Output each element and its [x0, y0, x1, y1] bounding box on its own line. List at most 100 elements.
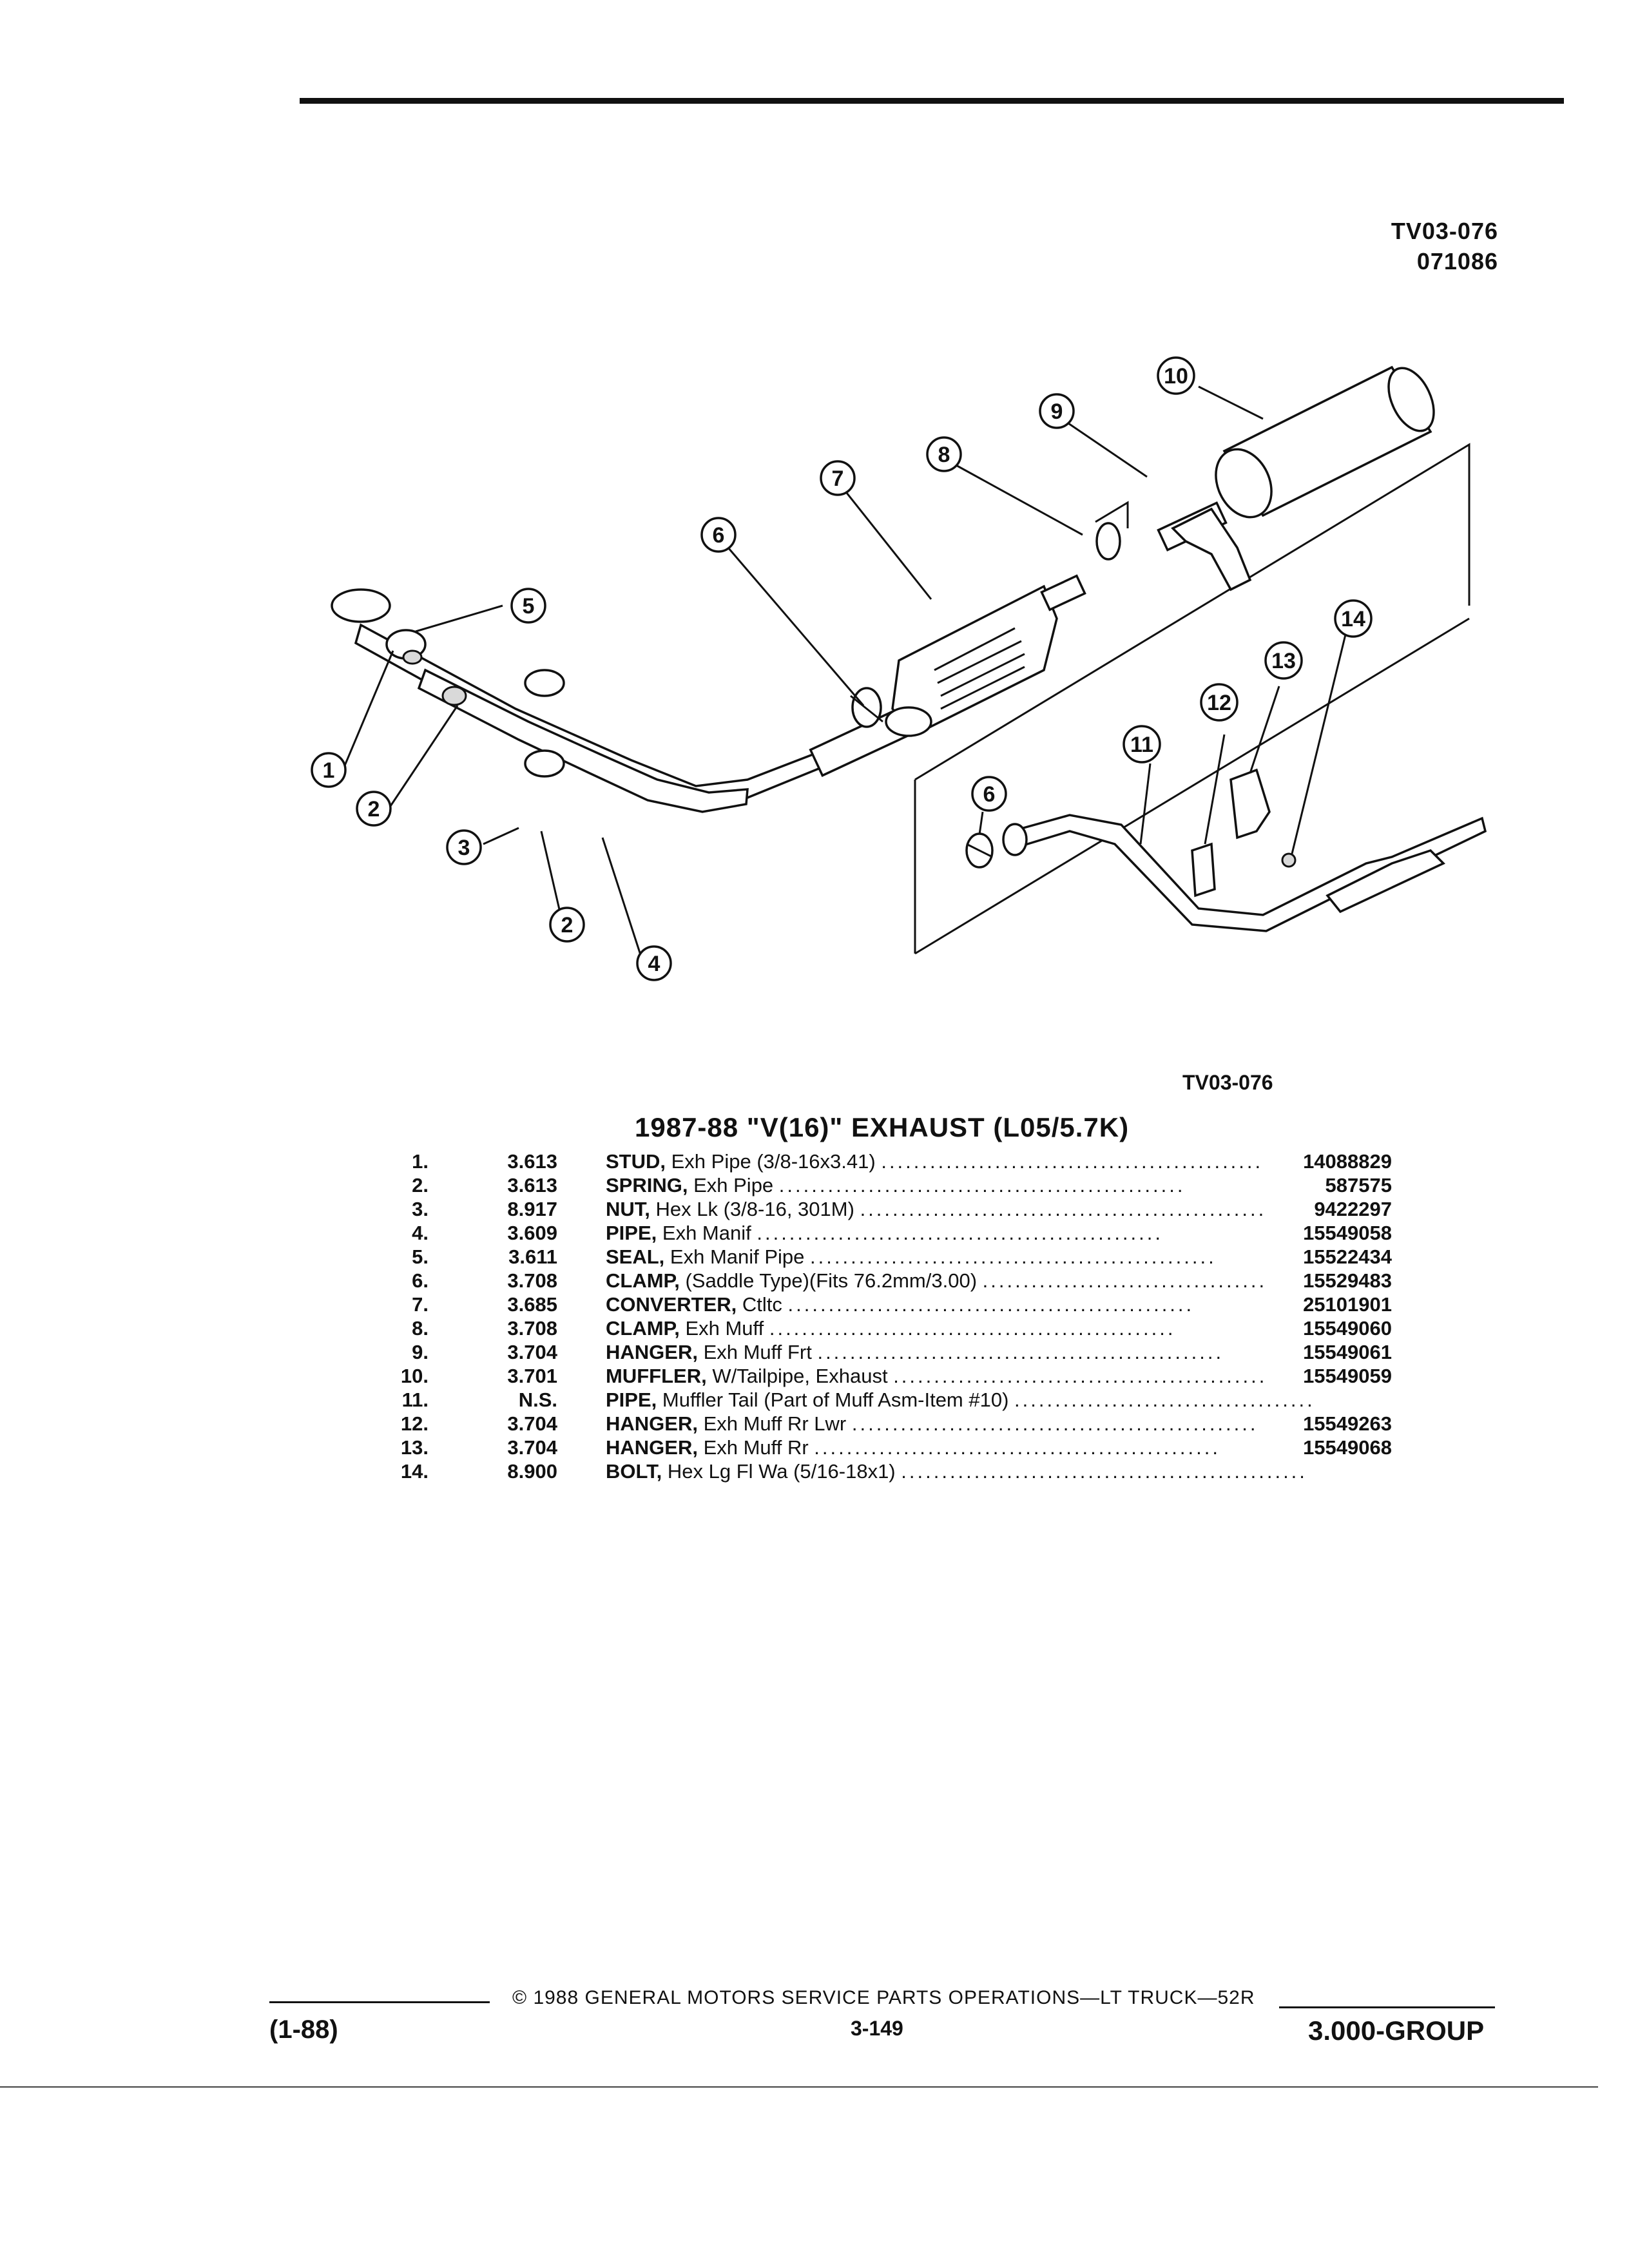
- group-number: 3.704: [507, 1341, 557, 1363]
- group-number: N.S.: [518, 1389, 557, 1411]
- svg-text:12: 12: [1207, 691, 1231, 715]
- svg-text:2: 2: [561, 913, 574, 937]
- item-number: 8.: [412, 1317, 429, 1340]
- parts-row: 12. 3.704 HANGER, Exh Muff Rr Lwr ......…: [361, 1412, 1392, 1436]
- group-number: 3.708: [507, 1269, 557, 1292]
- group-number: 3.701: [507, 1365, 557, 1387]
- part-description: PIPE, Exh Manif ........................…: [606, 1222, 1163, 1244]
- parts-row: 7. 3.685 CONVERTER, Ctltc ..............…: [361, 1293, 1392, 1316]
- group-number: 3.609: [507, 1222, 557, 1244]
- part-description: HANGER, Exh Muff Frt ...................…: [606, 1341, 1224, 1363]
- parts-row: 8. 3.708 CLAMP, Exh Muff ...............…: [361, 1316, 1392, 1340]
- rear-clamp: [965, 832, 994, 869]
- copyright-line: © 1988 GENERAL MOTORS SERVICE PARTS OPER…: [512, 1987, 1255, 2008]
- item-number: 6.: [412, 1269, 429, 1292]
- callout-4: 4: [636, 945, 672, 981]
- inset-frame-bottom: [914, 617, 1470, 955]
- item-number: 14.: [400, 1460, 429, 1483]
- parts-row: 14. 8.900 BOLT, Hex Lg Fl Wa (5/16-18x1)…: [361, 1459, 1392, 1483]
- item-number: 13.: [400, 1436, 429, 1459]
- part-description: CLAMP, (Saddle Type)(Fits 76.2mm/3.00) .…: [606, 1269, 1315, 1292]
- illustration-code: TV03-076: [1391, 218, 1498, 244]
- svg-text:13: 13: [1271, 649, 1296, 673]
- part-number: 15549263: [1263, 1412, 1392, 1436]
- part-number: 14088829: [1263, 1149, 1392, 1173]
- callout-6: 6: [700, 517, 737, 553]
- svg-text:14: 14: [1341, 607, 1365, 631]
- svg-text:8: 8: [938, 443, 950, 467]
- item-number: 12.: [400, 1412, 429, 1435]
- part-description: CLAMP, Exh Muff ........................…: [606, 1317, 1176, 1340]
- part-description: BOLT, Hex Lg Fl Wa (5/16-18x1) .........…: [606, 1460, 1307, 1483]
- manifold-flange: [331, 588, 467, 706]
- item-number: 7.: [412, 1293, 429, 1316]
- svg-text:3: 3: [458, 836, 470, 860]
- date-code: 071086: [1416, 248, 1498, 274]
- catalytic-converter: [885, 574, 1086, 737]
- page-number: 3-149: [851, 2017, 903, 2040]
- part-number: 15522434: [1263, 1245, 1392, 1269]
- bottom-rule: [0, 2086, 1598, 2088]
- illustration-caption-code: TV03-076: [1182, 1071, 1273, 1094]
- front-hanger: [1171, 507, 1252, 591]
- part-number: 15529483: [1263, 1269, 1392, 1293]
- callout-10: 10: [1157, 356, 1195, 395]
- callout-6b: 6: [971, 776, 1007, 812]
- hanger-bolt: [1281, 852, 1296, 868]
- svg-text:7: 7: [832, 466, 844, 491]
- group-number: 3.611: [508, 1245, 557, 1268]
- callout-14: 14: [1334, 599, 1373, 638]
- callout-13: 13: [1264, 641, 1303, 680]
- part-number: 15549058: [1263, 1221, 1392, 1245]
- section-title: 1987-88 "V(16)" EXHAUST (L05/5.7K): [635, 1112, 1130, 1142]
- part-number: 9422297: [1263, 1197, 1392, 1221]
- parts-row: 2. 3.613 SPRING, Exh Pipe ..............…: [361, 1173, 1392, 1197]
- svg-text:4: 4: [648, 952, 660, 976]
- callout-9: 9: [1039, 393, 1075, 429]
- svg-text:10: 10: [1164, 364, 1188, 389]
- part-number: 15549061: [1263, 1340, 1392, 1364]
- parts-row: 3. 8.917 NUT, Hex Lk (3/8-16, 301M) ....…: [361, 1197, 1392, 1221]
- saddle-clamp: [850, 687, 883, 728]
- part-number: 587575: [1263, 1173, 1392, 1197]
- item-number: 10.: [400, 1365, 429, 1387]
- callout-1: 1: [311, 752, 347, 788]
- callout-5: 5: [510, 588, 546, 624]
- part-description: PIPE, Muffler Tail (Part of Muff Asm-Ite…: [606, 1389, 1315, 1411]
- footer-rule-left: [269, 2001, 490, 2003]
- parts-row: 1. 3.613 STUD, Exh Pipe (3/8-16x3.41) ..…: [361, 1149, 1392, 1173]
- part-description: HANGER, Exh Muff Rr Lwr ................…: [606, 1412, 1258, 1435]
- part-number: 15549060: [1263, 1316, 1392, 1340]
- group-label: 3.000-GROUP: [1308, 2015, 1485, 2046]
- tailpipe: [1002, 814, 1487, 932]
- inset-frame: [914, 443, 1470, 781]
- svg-text:1: 1: [323, 758, 335, 783]
- parts-row: 5. 3.611 SEAL, Exh Manif Pipe ..........…: [361, 1245, 1392, 1269]
- group-number: 3.685: [507, 1293, 557, 1316]
- callout-8: 8: [926, 436, 962, 472]
- part-description: SPRING, Exh Pipe .......................…: [606, 1174, 1186, 1196]
- svg-text:6: 6: [983, 782, 996, 807]
- callout-3: 3: [446, 829, 482, 865]
- item-number: 1.: [412, 1150, 429, 1173]
- item-number: 9.: [412, 1341, 429, 1363]
- part-description: STUD, Exh Pipe (3/8-16x3.41) ...........…: [606, 1150, 1287, 1173]
- group-number: 3.708: [507, 1317, 557, 1340]
- part-description: MUFFLER, W/Tailpipe, Exhaust ...........…: [606, 1365, 1300, 1387]
- item-number: 2.: [412, 1174, 429, 1196]
- parts-row: 4. 3.609 PIPE, Exh Manif ...............…: [361, 1221, 1392, 1245]
- part-description: SEAL, Exh Manif Pipe ...................…: [606, 1245, 1217, 1268]
- group-number: 3.704: [507, 1412, 557, 1435]
- svg-text:5: 5: [523, 594, 535, 619]
- item-number: 3.: [412, 1198, 429, 1220]
- svg-text:11: 11: [1130, 733, 1153, 757]
- muffler-clamp: [1095, 501, 1129, 561]
- part-description: HANGER, Exh Muff Rr ....................…: [606, 1436, 1220, 1459]
- part-number: 25101901: [1263, 1293, 1392, 1316]
- footer-rule-right: [1279, 2006, 1495, 2008]
- top-rule: [300, 98, 1564, 104]
- svg-text:2: 2: [368, 797, 380, 822]
- part-number: 15549068: [1263, 1436, 1392, 1459]
- rear-lower-hanger: [1191, 842, 1216, 898]
- group-number: 8.900: [507, 1460, 557, 1483]
